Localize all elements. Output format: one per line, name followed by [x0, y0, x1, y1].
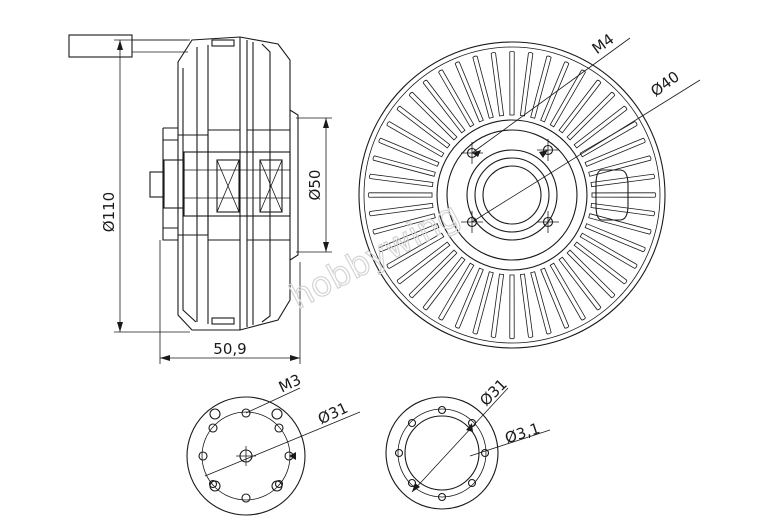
- cooling-fin: [438, 262, 475, 321]
- cooling-fin: [490, 273, 505, 338]
- cooling-fin: [386, 121, 445, 158]
- cooling-fin: [372, 213, 436, 235]
- cooling-fin: [369, 202, 434, 217]
- label-dia-110: Ø110: [100, 192, 118, 232]
- cooling-fin: [590, 173, 655, 188]
- shaft-flange-view: [385, 387, 551, 510]
- cooling-fin: [519, 273, 534, 338]
- cooling-fin: [579, 121, 638, 158]
- center-bore: [482, 165, 542, 225]
- cable-tab: [68, 34, 133, 58]
- cooling-fin: [408, 91, 458, 141]
- cooling-fin: [519, 52, 534, 117]
- cooling-fin: [454, 267, 484, 329]
- hub-and-shaft: [149, 127, 291, 241]
- cooling-fin: [566, 249, 616, 299]
- cooling-fin: [549, 262, 586, 321]
- cooling-fin: [558, 79, 602, 134]
- m3-mount-holes: [198, 408, 294, 503]
- label-dia-50: Ø50: [306, 170, 324, 201]
- cooling-fins: [367, 50, 657, 340]
- cooling-fin: [372, 155, 436, 177]
- cooling-fin: [590, 202, 655, 217]
- cooling-fin: [530, 55, 552, 119]
- cooling-fin: [573, 241, 628, 285]
- cooling-fin: [530, 271, 552, 335]
- cooling-fin: [588, 213, 652, 235]
- label-dia-31-left: Ø31: [315, 399, 351, 428]
- cooling-fin: [472, 271, 494, 335]
- dimension-dia-110: [114, 39, 190, 333]
- cooling-fin: [438, 69, 475, 128]
- watermark: hobbywing: [283, 195, 466, 318]
- cooling-fin: [422, 256, 466, 311]
- motor-housing-outline: [177, 36, 299, 331]
- cooling-fin: [540, 267, 570, 329]
- cooling-fin: [490, 52, 505, 117]
- cooling-fin: [396, 241, 451, 285]
- cooling-fin: [378, 223, 440, 253]
- cooling-fin: [591, 192, 657, 198]
- cooling-fin: [408, 249, 458, 299]
- cooling-fin: [472, 55, 494, 119]
- cooling-fin: [509, 50, 515, 116]
- label-width-50-9: 50,9: [213, 340, 246, 358]
- front-outer-rim: [358, 41, 666, 349]
- front-view: [358, 37, 701, 349]
- shaft-flange-holes: [394, 405, 490, 502]
- label-dia-31-right: Ø31: [476, 375, 511, 410]
- cooling-fin: [566, 91, 616, 141]
- cooling-fin: [378, 137, 440, 167]
- cooling-fin: [386, 232, 445, 269]
- label-m3: M3: [276, 371, 304, 397]
- dimension-dia-50: [296, 117, 332, 253]
- cooling-fin: [573, 105, 628, 149]
- cooling-fin: [584, 223, 646, 253]
- mount-flange-view: [186, 387, 361, 516]
- side-view: [68, 34, 332, 364]
- label-dia-40: Ø40: [647, 68, 683, 101]
- cooling-fin: [396, 105, 451, 149]
- cable-slot: [595, 169, 629, 221]
- cooling-fin: [369, 173, 434, 188]
- cooling-fin: [540, 61, 570, 123]
- cooling-fin: [588, 155, 652, 177]
- cooling-fin: [558, 256, 602, 311]
- cooling-fin: [454, 61, 484, 123]
- dimension-width-50-9: [159, 240, 301, 364]
- cooling-fin: [584, 137, 646, 167]
- label-m4: M4: [589, 30, 618, 58]
- cooling-fin: [422, 79, 466, 134]
- cooling-fin: [579, 232, 638, 269]
- cooling-fin: [367, 192, 433, 198]
- label-dia-3-1: Ø3,1: [503, 419, 542, 447]
- cooling-fin: [509, 274, 515, 340]
